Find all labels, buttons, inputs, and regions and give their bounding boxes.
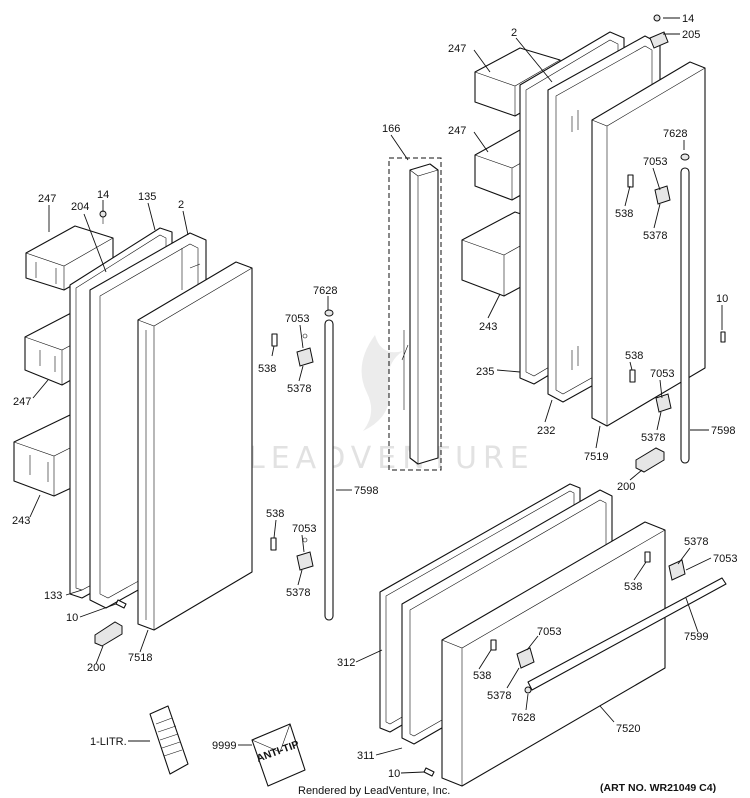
callout-5378: 5378 xyxy=(641,432,665,444)
drawer-mount-left[interactable] xyxy=(490,639,535,669)
callout-204: 204 xyxy=(71,201,89,213)
callout-205: 205 xyxy=(682,29,700,41)
callout-10: 10 xyxy=(388,768,400,780)
callout-538: 538 xyxy=(473,670,491,682)
callout-5378: 5378 xyxy=(684,536,708,548)
callout-5378: 5378 xyxy=(643,230,667,242)
callout-200: 200 xyxy=(617,481,635,493)
handle-mount-upper-right[interactable] xyxy=(627,174,671,205)
callout-133: 133 xyxy=(44,590,62,602)
callout-7518: 7518 xyxy=(128,652,152,664)
right-door-assembly xyxy=(461,14,726,473)
freezer-drawer-assembly xyxy=(379,483,727,787)
callout-243: 243 xyxy=(479,321,497,333)
drawer-panel-7520[interactable] xyxy=(441,521,666,787)
center-mullion-166[interactable] xyxy=(388,157,442,471)
callout-538: 538 xyxy=(615,208,633,220)
callout-7053: 7053 xyxy=(292,523,316,535)
screw-10-bottom[interactable] xyxy=(423,767,435,777)
callout-2: 2 xyxy=(178,199,184,211)
callout-7053: 7053 xyxy=(713,553,737,565)
callout-247: 247 xyxy=(448,125,466,137)
callout-243: 243 xyxy=(12,515,30,527)
callout-247: 247 xyxy=(13,396,31,408)
callout-9999: 9999 xyxy=(212,740,236,752)
hinge-200-right[interactable] xyxy=(635,447,665,473)
drawer-mount-right[interactable] xyxy=(644,551,686,581)
callout-135: 135 xyxy=(138,191,156,203)
callout-247: 247 xyxy=(448,43,466,55)
callout-7053: 7053 xyxy=(285,313,309,325)
callout-7598: 7598 xyxy=(354,485,378,497)
screw-14-left[interactable] xyxy=(99,210,107,224)
callout-10: 10 xyxy=(716,293,728,305)
callout-7519: 7519 xyxy=(584,451,608,463)
callout-7599: 7599 xyxy=(684,631,708,643)
handle-left-7598[interactable] xyxy=(324,309,334,621)
handle-mount-lower-left[interactable] xyxy=(270,537,314,571)
callout-7520: 7520 xyxy=(616,723,640,735)
door-panel-7519[interactable] xyxy=(591,61,706,427)
callout-7053: 7053 xyxy=(537,626,561,638)
handle-right-7598[interactable] xyxy=(680,153,690,464)
drawer-handle-7599[interactable] xyxy=(524,577,727,694)
screw-10-right[interactable] xyxy=(720,331,726,343)
callout-232: 232 xyxy=(537,425,555,437)
callout-5378: 5378 xyxy=(286,587,310,599)
callout-235: 235 xyxy=(476,366,494,378)
callout-7628: 7628 xyxy=(313,285,337,297)
callout-7628: 7628 xyxy=(663,128,687,140)
hinge-top-205[interactable] xyxy=(649,14,669,49)
callout-14: 14 xyxy=(682,13,694,25)
callout-5378: 5378 xyxy=(287,383,311,395)
callout-7053: 7053 xyxy=(643,156,667,168)
art-number: (ART NO. WR21049 C4) xyxy=(600,782,716,794)
callout-labels: 247 204 14 135 2 247 243 133 10 200 7518… xyxy=(12,13,737,780)
callout-166: 166 xyxy=(382,123,400,135)
rendered-by-credit: Rendered by LeadVenture, Inc. xyxy=(298,785,450,797)
callout-1-litr: 1-LITR. xyxy=(90,736,127,748)
callout-7598: 7598 xyxy=(711,425,735,437)
leader-lines xyxy=(29,17,723,774)
callout-200: 200 xyxy=(87,662,105,674)
callout-10: 10 xyxy=(66,612,78,624)
callout-7053: 7053 xyxy=(650,368,674,380)
handle-mount-lower-right[interactable] xyxy=(629,369,672,413)
literature-1-litr[interactable] xyxy=(149,705,189,775)
callout-538: 538 xyxy=(266,508,284,520)
callout-5378: 5378 xyxy=(487,690,511,702)
callout-2: 2 xyxy=(511,27,517,39)
anti-tip-envelope[interactable]: ANTI-TIP xyxy=(251,723,306,787)
callout-538: 538 xyxy=(625,350,643,362)
watermark-text: LEADVENTURE xyxy=(248,441,535,476)
door-panel-7518[interactable] xyxy=(137,261,253,631)
callout-14: 14 xyxy=(97,189,109,201)
callout-538: 538 xyxy=(258,363,276,375)
handle-mount-upper-left[interactable] xyxy=(271,333,314,367)
callout-538: 538 xyxy=(624,581,642,593)
callout-247: 247 xyxy=(38,193,56,205)
watermark: LEADVENTURE xyxy=(248,335,535,476)
screw-10-left[interactable] xyxy=(115,599,127,609)
hinge-200-left[interactable] xyxy=(94,621,123,647)
callout-7628: 7628 xyxy=(511,712,535,724)
callout-312: 312 xyxy=(337,657,355,669)
callout-311: 311 xyxy=(357,750,375,762)
left-door-assembly xyxy=(13,210,334,647)
